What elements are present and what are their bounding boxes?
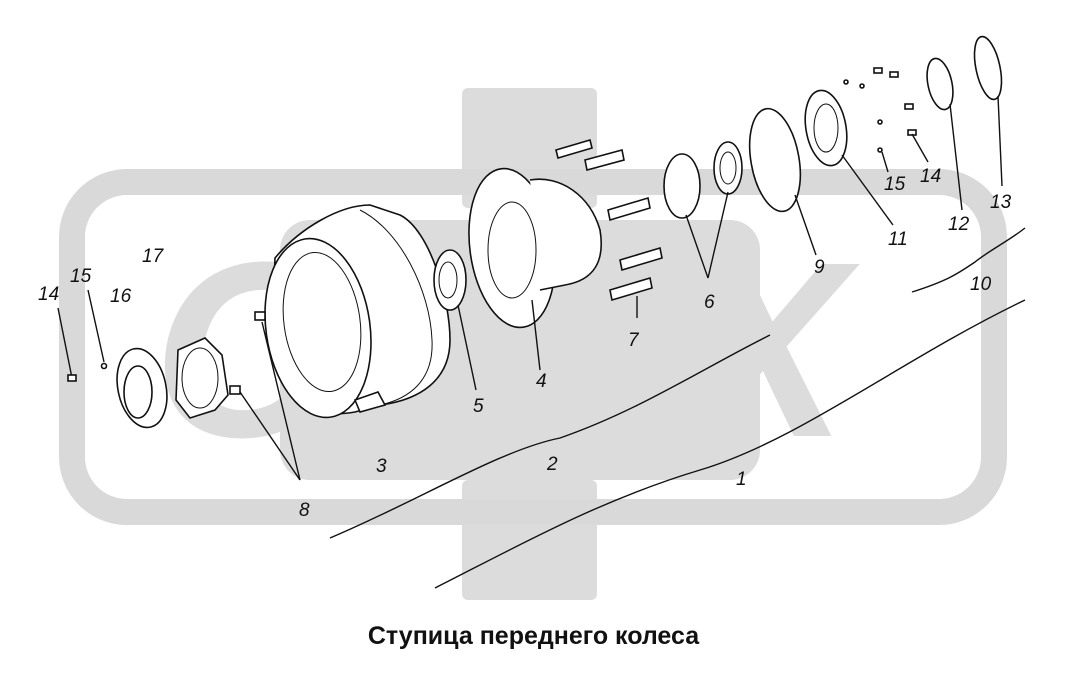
part-6-bearings [663,141,743,279]
callout-14-left: 14 [38,284,59,305]
parts-14-15-right [843,67,929,173]
callout-10: 10 [970,274,992,295]
part-2-seal-line [329,334,771,539]
callout-3: 3 [376,456,387,477]
callout-8: 8 [299,500,310,521]
part-16-cap [116,347,168,429]
callout-16: 16 [110,286,132,307]
callout-4: 4 [536,371,547,392]
part-11-seal [804,89,894,226]
part-15-washer-left [87,289,108,370]
part-12-ring [926,57,963,211]
part-10-line [911,227,1026,293]
callout-14-right: 14 [920,166,941,187]
callout-5: 5 [473,396,484,417]
callout-13: 13 [990,192,1012,213]
callout-labels: 1 2 3 4 5 6 7 8 9 10 11 12 13 14 15 16 1… [38,166,1012,521]
part-1-axle-line [434,299,1026,589]
part-3-housing [264,204,451,419]
callout-7: 7 [628,330,640,351]
part-9-gasket [748,107,817,256]
callout-9: 9 [814,257,825,278]
callout-15-left: 15 [70,266,92,287]
callout-17: 17 [142,246,165,267]
figure-caption: Ступица переднего колеса [367,622,700,650]
callout-15-right: 15 [884,174,906,195]
callout-12: 12 [948,214,970,235]
callout-6: 6 [704,292,715,313]
callout-11: 11 [888,229,908,250]
part-7-bolts [555,138,663,318]
part-14-bolt-left [57,307,77,382]
callout-2: 2 [546,454,558,475]
callout-1: 1 [736,469,747,490]
part-17-gasket [175,337,229,419]
part-8-bolts [229,311,301,481]
part-5-bearing [433,249,477,391]
part-13-ring [973,35,1003,187]
part-4-hub [468,167,602,371]
